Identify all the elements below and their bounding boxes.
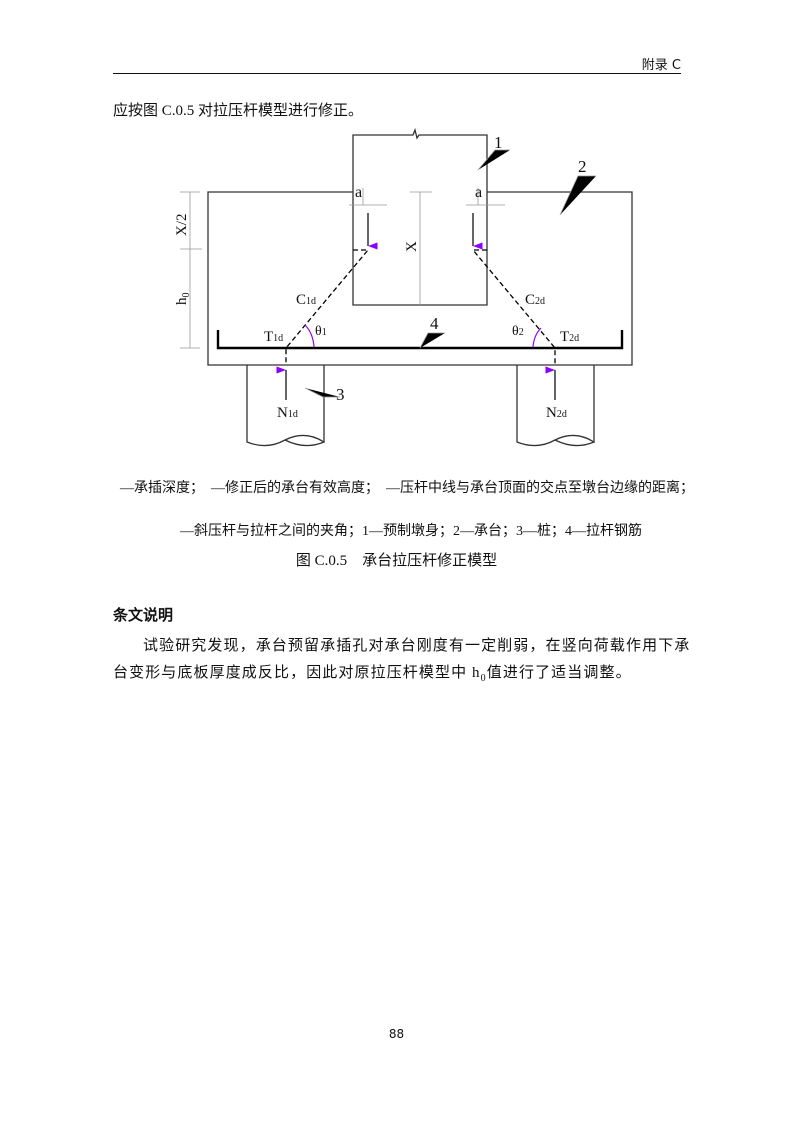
label-4: 4 xyxy=(430,314,439,333)
strut-tie-diagram: 1 2 3 4 a a X X/2 h0 C1d C2d T1d T2d θ1 … xyxy=(174,127,633,447)
running-header: 附录 C xyxy=(641,58,681,73)
label-2: 2 xyxy=(578,157,587,176)
label-h0: h0 xyxy=(174,293,192,306)
label-x-half: X/2 xyxy=(174,214,190,237)
page-number: 88 xyxy=(388,1027,405,1041)
explanation-line1: 试验研究发现，承台预留承插孔对承台刚度有一定削弱，在竖向荷载作用下承 xyxy=(143,638,691,654)
figure-caption: 图 C.0.5 承台拉压杆修正模型 xyxy=(295,553,498,569)
label-3: 3 xyxy=(336,385,345,404)
pier-outline xyxy=(352,127,488,306)
label-c1d: C1d xyxy=(296,292,316,308)
label-theta1: θ1 xyxy=(315,324,327,339)
label-c2d: C2d xyxy=(525,292,545,308)
explanation-title: 条文说明 xyxy=(113,608,174,624)
explanation-line2: 台变形与底板厚度成反比，因此对原拉压杆模型中 h0值进行了适当调整。 xyxy=(113,665,632,684)
label-x: X xyxy=(404,241,420,252)
intro-paragraph: 应按图 C.0.5 对拉压杆模型进行修正。 xyxy=(113,103,364,119)
label-t1d: T1d xyxy=(264,329,283,345)
header-rule xyxy=(113,73,681,74)
label-1: 1 xyxy=(494,133,503,152)
label-theta2: θ2 xyxy=(512,324,524,339)
label-t2d: T2d xyxy=(560,329,579,345)
dimension-lines xyxy=(180,149,596,398)
purple-arrows xyxy=(276,213,556,400)
pile-left xyxy=(246,365,325,447)
figure-legend-line2: —斜压杆与拉杆之间的夹角；1—预制墩身；2—承台；3—桩；4—拉杆钢筋 xyxy=(180,524,642,539)
cap-outline xyxy=(207,191,633,366)
label-a-right: a xyxy=(475,184,482,201)
label-n1d: N1d xyxy=(277,405,298,421)
pile-right xyxy=(516,365,595,447)
label-n2d: N2d xyxy=(546,405,567,421)
figure-legend-line1: —承插深度； —修正后的承台有效高度； —压杆中线与承台顶面的交点至墩台边缘的距… xyxy=(120,481,694,496)
label-a-left: a xyxy=(355,184,362,201)
